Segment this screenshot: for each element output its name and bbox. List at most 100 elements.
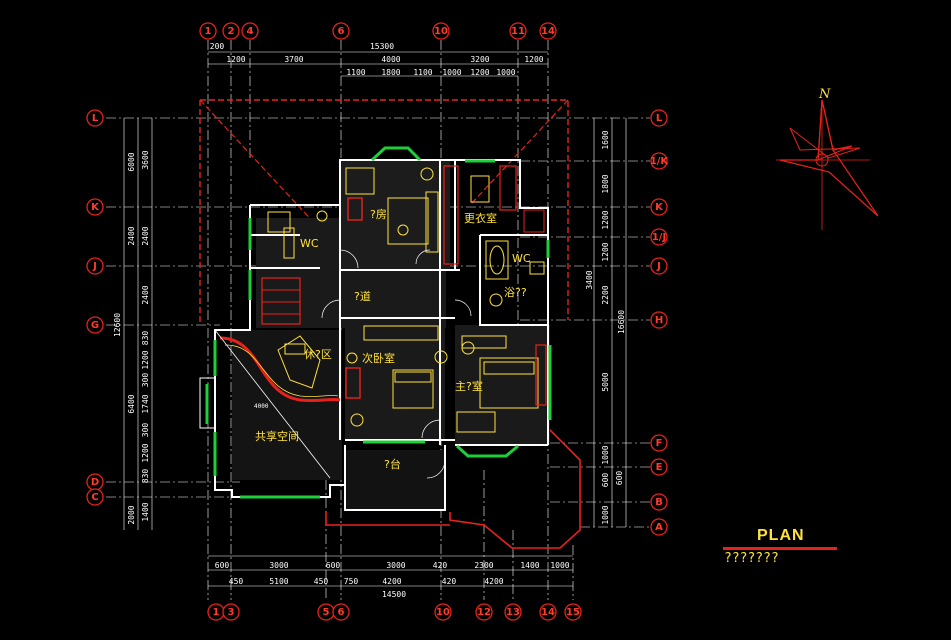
svg-text:5: 5: [323, 607, 330, 618]
room-labels: ?房 更衣室 WC WC 浴?? ?道 休?区 次卧室 主?室 共享空间 ?台 …: [254, 208, 531, 471]
axis-bubble-right-A: A: [650, 518, 668, 536]
svg-text:4: 4: [247, 26, 254, 37]
dim-bottom-row1: 1400: [520, 561, 539, 570]
dim-bottom-row2: 750: [344, 577, 359, 586]
svg-text:F: F: [656, 438, 663, 449]
svg-text:J: J: [656, 261, 661, 272]
room-label-wc2: WC: [512, 252, 531, 265]
svg-text:1/J: 1/J: [652, 232, 666, 243]
dim-top-row2: 3200: [470, 55, 489, 64]
axis-bubble-right-B: B: [650, 493, 668, 511]
dim-bottom-row1: 1000: [550, 561, 569, 570]
dim-top-row2: 3700: [284, 55, 303, 64]
svg-text:D: D: [91, 477, 99, 488]
svg-text:1: 1: [205, 26, 212, 37]
dim-top-row3: 1100: [413, 68, 432, 77]
dim-bottom-row2: 5100: [269, 577, 288, 586]
svg-text:11: 11: [511, 26, 525, 37]
dim-right-inner: 1200: [601, 242, 610, 261]
dim-top-row3: 1100: [346, 68, 365, 77]
dim-top-row3: 1000: [442, 68, 461, 77]
axis-bubble-top-1: 1: [199, 22, 217, 40]
svg-text:K: K: [655, 202, 664, 213]
axis-bubble-bottom-15: 15: [564, 603, 582, 621]
dim-right-inner: 600: [601, 473, 610, 488]
room-label-corridor: ?道: [354, 289, 371, 303]
svg-text:15: 15: [566, 607, 580, 618]
svg-text:E: E: [656, 462, 663, 473]
axis-bubble-top-10: 10: [432, 22, 450, 40]
dim-left-outer: 6400: [127, 394, 136, 413]
svg-text:10: 10: [436, 607, 450, 618]
svg-text:1/K: 1/K: [650, 156, 670, 167]
dim-bottom-row2: 420: [442, 577, 457, 586]
room-label-balcony: ?台: [384, 457, 401, 471]
dim-top-row2: 1200: [226, 55, 245, 64]
curved-wall: [214, 329, 341, 479]
room-label-lounge: 休?区: [304, 348, 332, 361]
dim-right-mid: 16600: [617, 310, 626, 334]
axis-bubble-left-G: G: [86, 316, 104, 334]
svg-text:13: 13: [506, 607, 520, 618]
dim-right-inner: 1000: [601, 505, 610, 524]
dim-bottom-total: 14500: [382, 590, 406, 599]
dim-bottom-row1: 2300: [474, 561, 493, 570]
axis-bubble-bottom-13: 13: [504, 603, 522, 621]
axis-bubble-right-L: L: [650, 109, 668, 127]
dim-left-inner: 1200: [141, 350, 150, 369]
axis-bubble-left-D: D: [86, 473, 104, 491]
axis-bubble-top-2: 2: [222, 22, 240, 40]
svg-text:K: K: [91, 202, 100, 213]
svg-text:10: 10: [434, 26, 448, 37]
dim-left-inner: 830: [141, 469, 150, 484]
axis-bubble-bottom-1: 1: [207, 603, 225, 621]
svg-text:2: 2: [228, 26, 235, 37]
dim-top-row3: 1800: [381, 68, 400, 77]
dim-bottom-row1: 420: [433, 561, 448, 570]
svg-text:1: 1: [213, 607, 220, 618]
axis-bubble-left-L: L: [86, 109, 104, 127]
svg-text:L: L: [92, 113, 99, 124]
dim-left-inner: 830: [141, 331, 150, 346]
dim-left-inner: 2400: [141, 226, 150, 245]
dim-right-inner: 1600: [601, 130, 610, 149]
svg-text:J: J: [92, 261, 97, 272]
axis-bubble-bottom-12: 12: [475, 603, 493, 621]
door-swings: [321, 249, 472, 479]
axis-bubble-left-C: C: [86, 488, 104, 506]
axis-bubble-right-H: H: [650, 311, 668, 329]
axis-bubble-bottom-10: 10: [434, 603, 452, 621]
dim-top-row2: 4000: [381, 55, 400, 64]
svg-text:L: L: [656, 113, 663, 124]
axis-bubble-right-1-K: 1/K: [650, 152, 670, 170]
room-label-master-bedroom: 主?室: [455, 379, 483, 393]
axis-bubble-right-E: E: [650, 458, 668, 476]
plan-title: PLAN: [757, 527, 805, 544]
axis-bubble-left-J: J: [86, 257, 104, 275]
dim-right-inner: 5000: [601, 372, 610, 391]
dim-top-row3: 1000: [496, 68, 515, 77]
dim-left-inner: 2400: [141, 285, 150, 304]
svg-text:6: 6: [338, 607, 345, 618]
dim-bottom-row2: 4200: [484, 577, 503, 586]
dim-left-total: 12600: [113, 313, 122, 337]
dim-bottom-row1: 600: [215, 561, 230, 570]
roof-outline: [199, 99, 581, 549]
dim-top-total: 15300: [370, 42, 394, 51]
dim-bottom-row1: 600: [326, 561, 341, 570]
dim-bottom-row1: 3000: [386, 561, 405, 570]
axis-bubble-right-K: K: [650, 198, 668, 216]
axis-bubble-right-1-J: 1/J: [650, 228, 668, 246]
axis-bubble-bottom-3: 3: [222, 603, 240, 621]
svg-text:14: 14: [541, 607, 555, 618]
dim-bottom-row2: 450: [229, 577, 244, 586]
dim-bottom-row1: 3000: [269, 561, 288, 570]
axis-bubble-top-4: 4: [241, 22, 259, 40]
axis-bubble-bottom-6: 6: [332, 603, 350, 621]
room-label-closet: 更衣室: [464, 211, 497, 225]
dimension-lines: [123, 51, 627, 587]
dim-top-row2: 200: [210, 42, 225, 51]
